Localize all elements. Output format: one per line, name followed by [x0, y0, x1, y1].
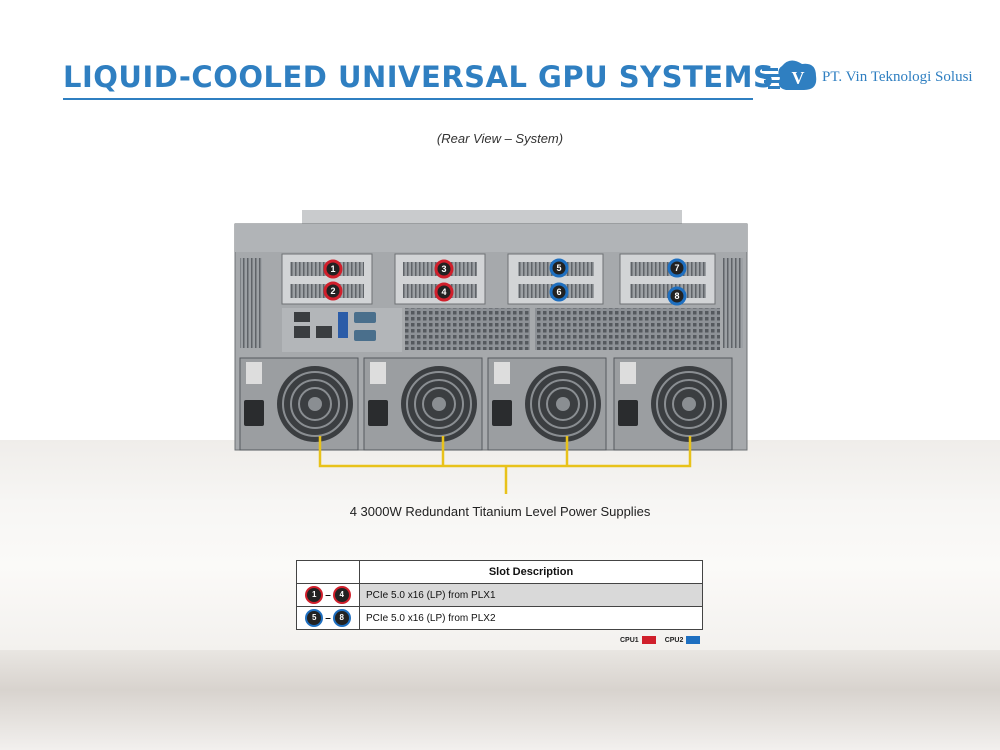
badge-end: 4	[334, 588, 349, 602]
range-separator: –	[325, 612, 331, 624]
badge-start: 1	[307, 588, 322, 602]
slot-badge-6: 6	[549, 282, 569, 302]
svg-text:3: 3	[441, 264, 446, 274]
title-underline	[63, 98, 753, 100]
legend-cpu2-swatch	[686, 636, 701, 644]
slot-description-table: Slot Description 1–4 PCIe 5.0 x16 (LP) f…	[296, 560, 703, 630]
server-rear-view: 1 2 3 4 5 6 7 8	[234, 210, 748, 451]
slot-badge-1: 1	[323, 259, 343, 279]
table-row: 5–8 PCIe 5.0 x16 (LP) from PLX2	[296, 606, 703, 630]
badge-end: 8	[334, 611, 349, 625]
svg-text:5: 5	[556, 263, 561, 273]
left-vent	[240, 258, 262, 348]
legend-cpu1-swatch	[641, 636, 656, 644]
psu-3	[487, 357, 607, 451]
legend-cpu2-label: CPU2	[664, 636, 684, 644]
table-header-row: Slot Description	[296, 560, 703, 584]
svg-text:8: 8	[674, 291, 679, 301]
usb-port-icon	[338, 312, 348, 338]
slot-badge-5: 5	[549, 258, 569, 278]
page-title: LIQUID-COOLED UNIVERSAL GPU SYSTEMS	[63, 60, 775, 94]
serial-port-icon	[354, 312, 376, 323]
slot-badge-8: 8	[667, 286, 687, 306]
table-header-empty	[296, 560, 360, 584]
legend-cpu1-label: CPU1	[620, 636, 639, 644]
slot-description: PCIe 5.0 x16 (LP) from PLX2	[359, 606, 703, 630]
lan-port-icon-2	[316, 326, 332, 338]
psu-bracket	[318, 436, 692, 494]
management-port-icon	[294, 312, 310, 322]
table-row: 1–4 PCIe 5.0 x16 (LP) from PLX1	[296, 583, 703, 607]
slot-range: 5–8	[296, 606, 360, 630]
slot-badge-2: 2	[323, 281, 343, 301]
lan-port-icon	[294, 326, 310, 338]
right-vent	[723, 258, 743, 348]
chassis-top	[302, 210, 682, 224]
logo-letter: V	[792, 68, 805, 88]
cpu-legend: CPU1 CPU2	[620, 636, 701, 644]
slot-range: 1–4	[296, 583, 360, 607]
psu-row	[239, 357, 733, 451]
svg-text:7: 7	[674, 263, 679, 273]
slot-badge-7: 7	[667, 258, 687, 278]
svg-text:1: 1	[330, 264, 335, 274]
svg-text:2: 2	[330, 286, 335, 296]
slot-badge-3: 3	[434, 259, 454, 279]
psu-1	[239, 357, 359, 451]
psu-2	[363, 357, 483, 451]
vga-port-icon	[354, 330, 376, 341]
company-logo-icon: V	[760, 60, 817, 90]
badge-start: 5	[307, 611, 322, 625]
psu-4	[613, 357, 733, 451]
gpu-slot-badges: 1 2 3 4 5 6 7 8	[323, 258, 687, 306]
bottom-background	[0, 650, 1000, 750]
right-center-vent	[535, 308, 720, 350]
slot-description: PCIe 5.0 x16 (LP) from PLX1	[359, 583, 703, 607]
svg-text:6: 6	[556, 287, 561, 297]
company-name: PT. Vin Teknologi Solusi	[822, 69, 973, 85]
svg-text:4: 4	[441, 287, 446, 297]
range-separator: –	[325, 589, 331, 601]
center-vent	[405, 308, 530, 350]
psu-caption: 4 3000W Redundant Titanium Level Power S…	[349, 504, 651, 519]
figure-subtitle: (Rear View – System)	[436, 131, 564, 146]
slot-badge-4: 4	[434, 282, 454, 302]
table-header-title: Slot Description	[359, 560, 703, 584]
